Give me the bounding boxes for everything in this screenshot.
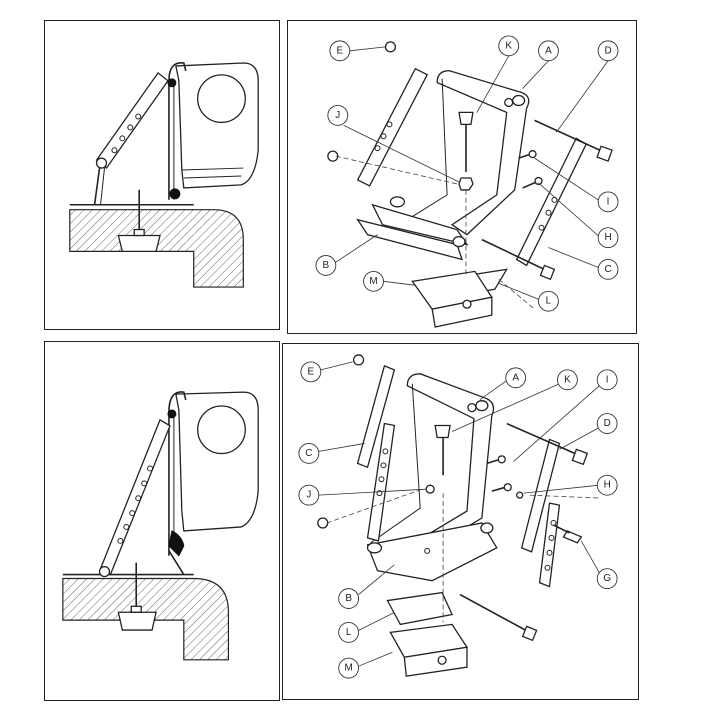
clamp-knob <box>117 234 161 252</box>
svg-text:M: M <box>344 663 352 674</box>
svg-text:D: D <box>604 45 611 56</box>
exploded-view-panel-top: E K A D J I H C B M L <box>287 20 637 334</box>
side-view-panel-bottom <box>44 341 280 701</box>
svg-text:J: J <box>335 110 340 121</box>
clamp-knob <box>117 611 157 631</box>
callout-c: C <box>597 259 619 280</box>
callout-a: A <box>505 367 527 389</box>
side-view-drawing-top <box>69 62 259 288</box>
callout-e: E <box>300 361 322 383</box>
roller-tube <box>197 405 246 455</box>
svg-text:I: I <box>606 374 609 385</box>
svg-text:G: G <box>603 573 611 584</box>
callout-d: D <box>597 40 619 62</box>
clamp-tray <box>389 623 469 677</box>
clamp-plate <box>386 591 453 626</box>
small-screws <box>486 455 583 544</box>
callout-i: I <box>596 369 618 391</box>
rail-keder <box>169 188 181 200</box>
side-view-panel-top <box>44 20 280 330</box>
svg-text:A: A <box>545 45 552 56</box>
svg-text:C: C <box>604 264 611 275</box>
exploded-view-drawing-top: E K A D J I H C B M L <box>315 35 619 328</box>
callout-k: K <box>498 35 520 57</box>
svg-text:B: B <box>345 593 352 604</box>
callout-d: D <box>596 413 618 434</box>
svg-text:L: L <box>346 627 352 638</box>
callout-m: M <box>363 270 384 292</box>
clamp-bar-left-inner <box>366 422 396 542</box>
svg-text:B: B <box>323 260 330 271</box>
callout-e: E <box>329 40 351 62</box>
vertical-bolt <box>458 111 474 173</box>
exploded-view-panel-bottom: E A K I D C H J G B L M <box>282 343 639 700</box>
nut-j <box>425 484 435 494</box>
svg-text:K: K <box>564 374 571 385</box>
svg-text:L: L <box>546 296 552 307</box>
clamp-bar-right <box>515 137 588 267</box>
svg-text:E: E <box>308 366 315 377</box>
callout-k: K <box>557 369 578 391</box>
adjustable-arm <box>95 71 169 169</box>
base-channel <box>356 196 469 261</box>
svg-text:H: H <box>604 232 611 243</box>
callout-a: A <box>538 40 559 62</box>
long-bolt-upper <box>506 422 589 466</box>
nut-j <box>458 177 474 191</box>
svg-text:J: J <box>306 490 311 501</box>
vertical-bolt <box>434 424 451 476</box>
nut-loose <box>327 150 339 162</box>
clamp-tray <box>411 270 493 328</box>
bracket-body <box>407 70 530 236</box>
long-bolt-lower <box>481 238 556 281</box>
callout-j: J <box>327 105 349 126</box>
long-bolt-upper <box>534 119 613 162</box>
callout-b: B <box>338 588 360 609</box>
callout-l: L <box>338 621 360 643</box>
svg-text:E: E <box>336 45 343 56</box>
callout-b: B <box>315 255 337 276</box>
rail-hook <box>168 62 187 81</box>
callout-m: M <box>338 657 360 679</box>
rail-hook <box>168 391 187 412</box>
small-screws <box>518 150 543 189</box>
side-view-drawing-bottom <box>62 391 259 661</box>
svg-text:M: M <box>369 276 377 287</box>
clamp-bar-right-inner <box>538 502 561 588</box>
callout-c: C <box>298 442 320 464</box>
long-bolt-lower <box>459 593 538 642</box>
nut-e <box>384 41 397 53</box>
rail-keder <box>168 530 185 557</box>
callout-g: G <box>596 568 618 590</box>
callout-i: I <box>597 191 619 213</box>
clamp-bar-left-outer <box>356 365 396 469</box>
roller-tube <box>197 74 246 124</box>
callout-j: J <box>298 484 320 506</box>
svg-text:D: D <box>604 418 611 429</box>
svg-text:I: I <box>607 196 610 207</box>
nut-loose <box>317 517 329 529</box>
callout-l: L <box>538 290 559 312</box>
callout-h: H <box>597 227 619 248</box>
clamp-bar-left <box>356 67 429 187</box>
callout-h: H <box>596 474 618 496</box>
svg-text:A: A <box>512 372 519 383</box>
adjustable-arm <box>99 418 171 576</box>
nut-e <box>352 354 365 366</box>
svg-text:C: C <box>305 448 312 459</box>
svg-text:K: K <box>505 40 512 51</box>
base-channel <box>366 522 498 582</box>
exploded-view-drawing-bottom: E A K I D C H J G B L M <box>298 354 618 679</box>
svg-text:H: H <box>604 480 611 491</box>
